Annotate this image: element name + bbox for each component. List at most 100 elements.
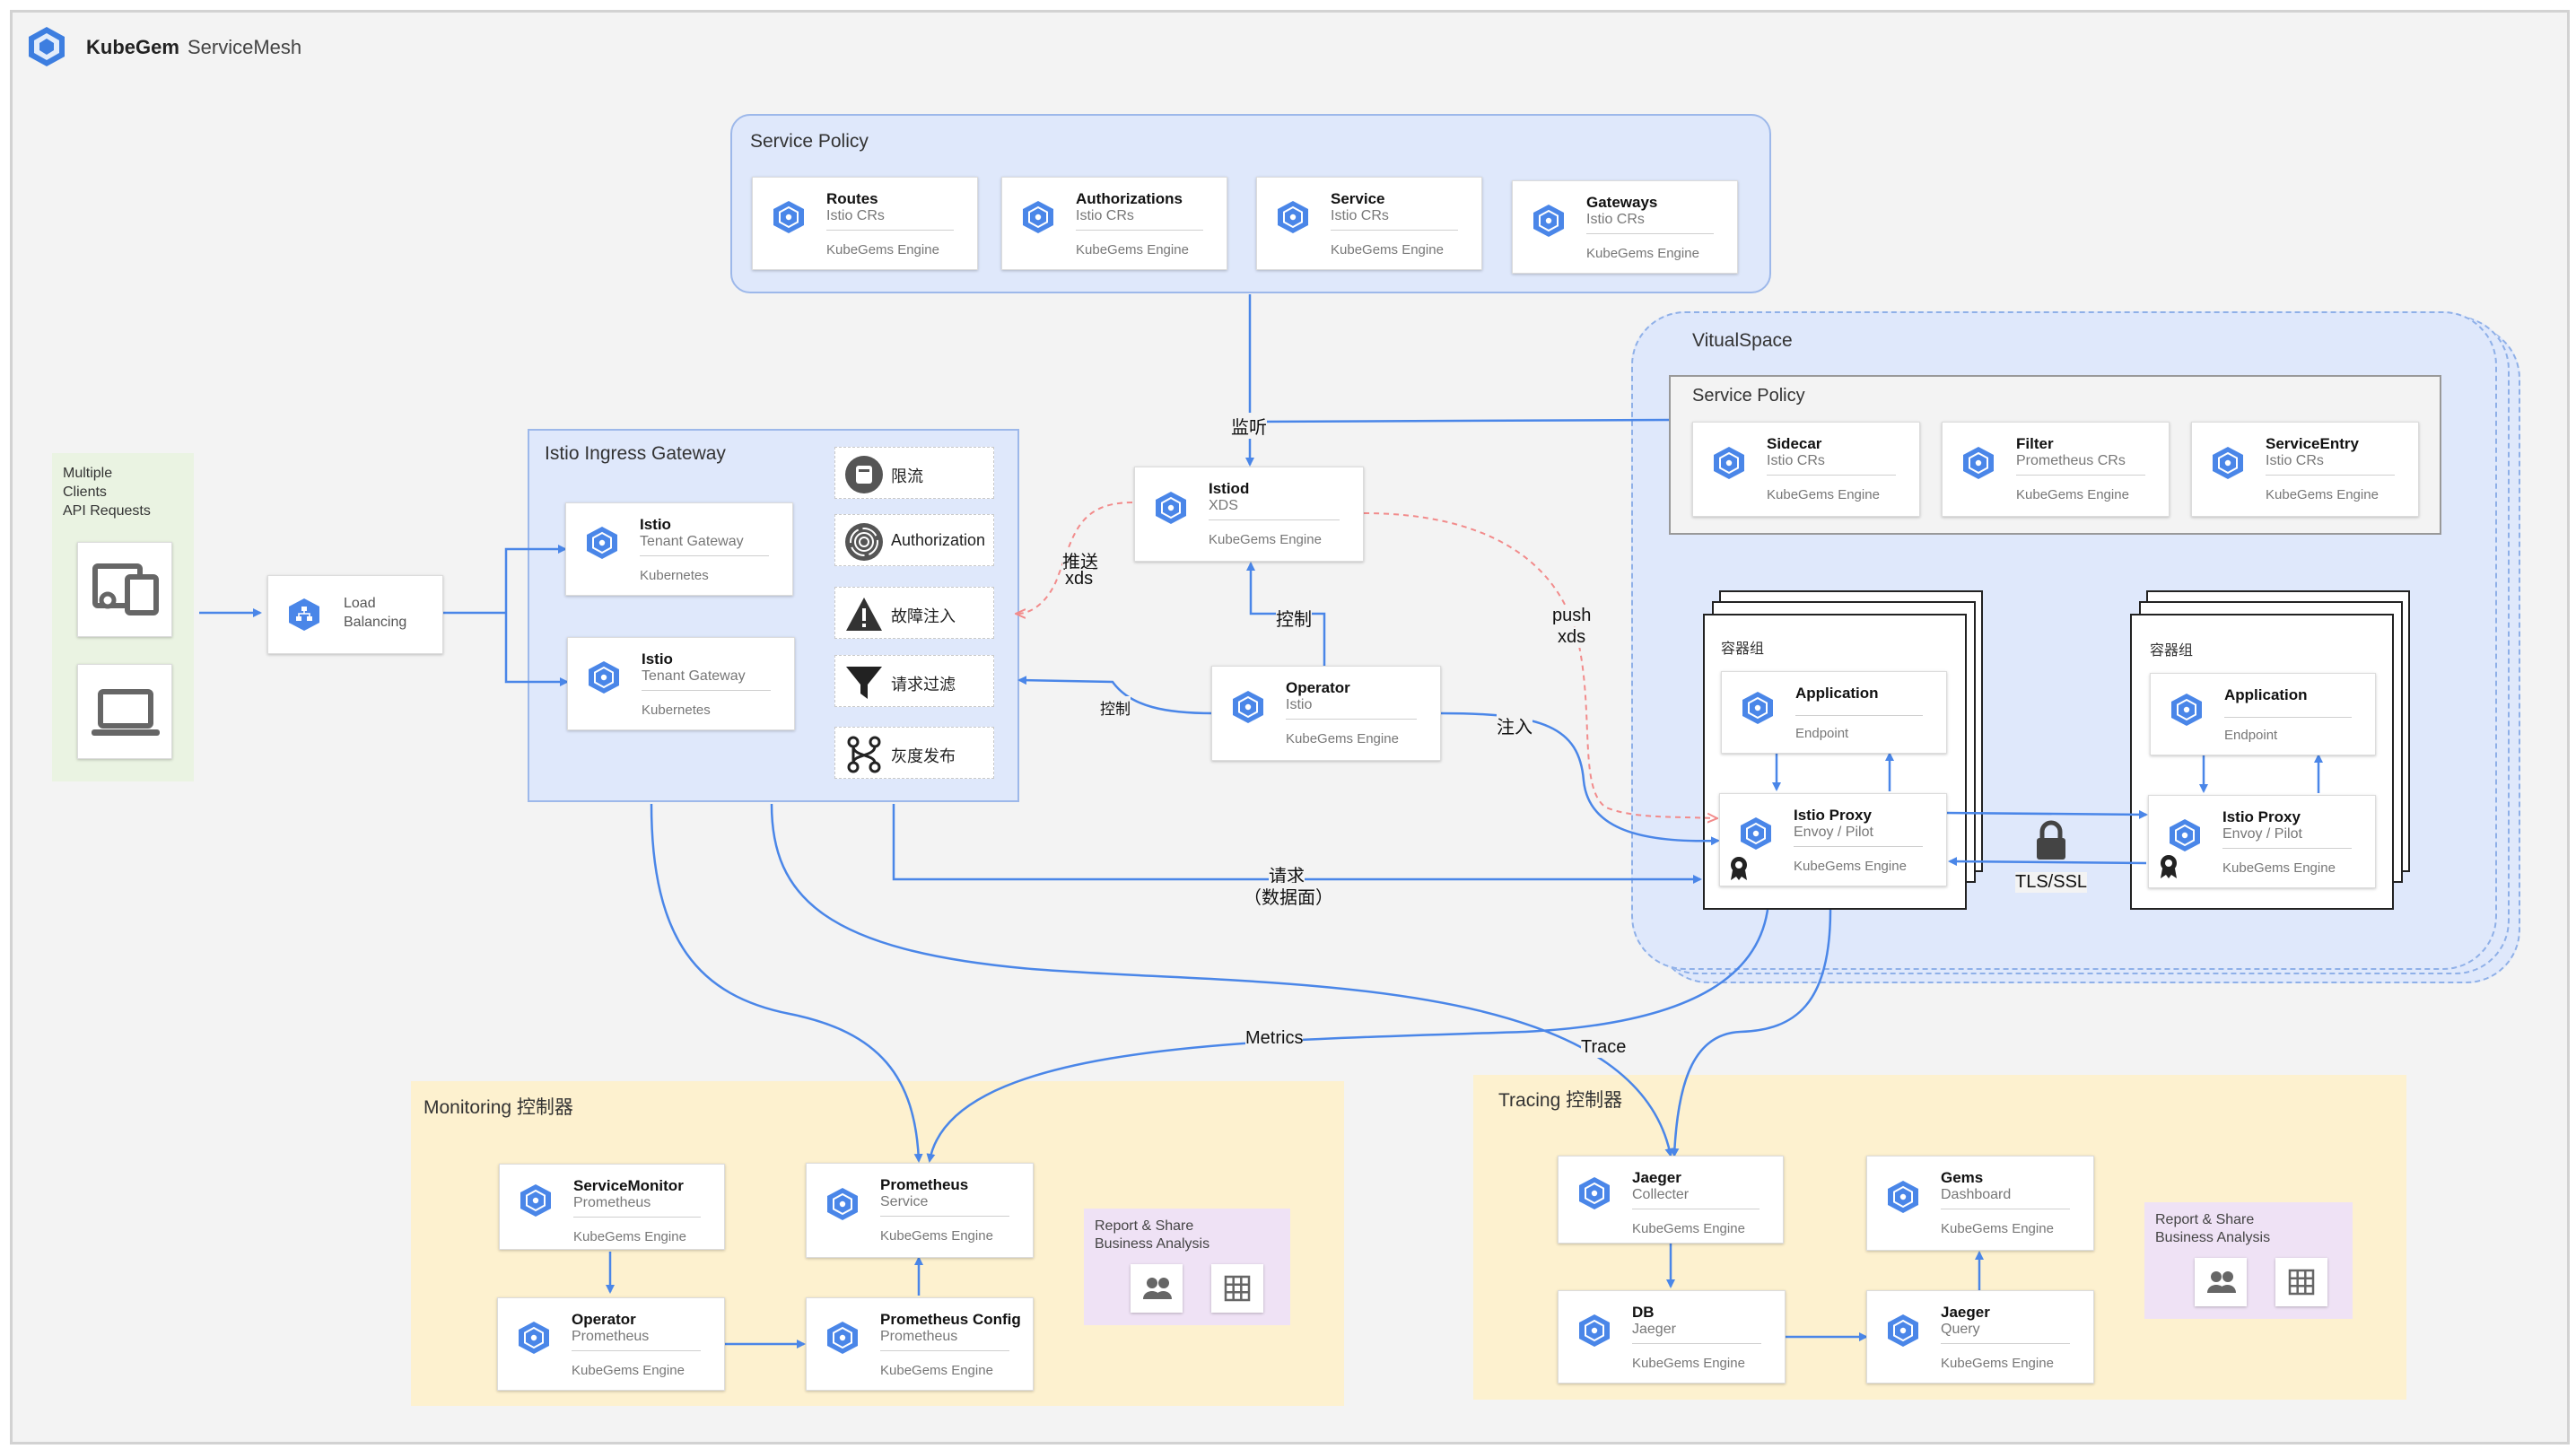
kubernetes-engine-icon [1233,691,1263,723]
load-balancing-card: Load Balancing [267,575,443,654]
card-footer: KubeGems Engine [2016,487,2129,502]
card-footer: Endpoint [2224,728,2278,743]
edge-gateway-trace [770,803,1674,1157]
card-subtitle: Istio CRs [1767,453,1825,468]
card-divider [1286,719,1417,720]
report-line: Report & Share [2155,1212,2255,1227]
pod-2-title: 容器组 [2150,643,2194,659]
card-divider [1632,1343,1761,1344]
card-subtitle: Prometheus [573,1195,651,1210]
card-subtitle: Prometheus [572,1329,650,1344]
multi-device-card [77,542,172,637]
lb-line1: Load [344,596,376,611]
kubernetes-engine-icon [587,527,617,559]
card-subtitle: Service [880,1194,929,1209]
card-subtitle: Collecter [1632,1187,1690,1202]
card-title: Istio Proxy [1794,807,1872,824]
edge-data-plane-request [892,804,1702,884]
card-divider [573,1217,701,1218]
card-title: Prometheus [880,1176,969,1193]
card-title: ServiceEntry [2266,435,2359,452]
card-footer: KubeGems Engine [1941,1356,2054,1371]
card-footer: KubeGems Engine [2266,487,2379,502]
card-subtitle: Dashboard [1941,1187,2012,1202]
users-button [1131,1264,1183,1313]
feature-rate-limit: 限流 [834,447,994,499]
card-title: Service [1331,190,1385,207]
kubernetes-engine-icon [1533,205,1564,237]
card-footer: KubeGems Engine [1632,1221,1745,1236]
card-footer: Kubernetes [642,703,711,718]
kubernetes-engine-icon [1278,201,1308,233]
report-text: Report & Share Business Analysis [1095,1218,1209,1253]
product-name: ServiceMesh [188,36,302,58]
card-footer: KubeGems Engine [573,1229,686,1244]
feature-label: Authorization [891,531,986,549]
card-subtitle: Istio CRs [1331,208,1389,223]
people-icon [1143,1278,1172,1299]
users-button [2195,1258,2247,1306]
edge-proxy-return [1948,857,2147,867]
kubernetes-engine-icon [1714,447,1744,479]
card-subtitle: Envoy / Pilot [1794,825,1873,840]
card-subtitle: Istio CRs [826,208,885,223]
edge-proxy-metrics [926,909,1769,1163]
card-title: Gems [1941,1169,1984,1186]
tracing-title: Tracing 控制器 [1498,1090,1623,1111]
card-subtitle: Istio CRs [1076,208,1134,223]
feature-label: 请求过滤 [891,676,956,694]
card-title: Prometheus Config [880,1311,1021,1328]
card-footer: KubeGems Engine [2222,860,2336,876]
grid-icon [1224,1275,1251,1302]
virtualspace-title: VitualSpace [1692,330,1793,351]
branch-icon [847,736,881,773]
card-divider [640,555,769,556]
card-divider [880,1350,1009,1351]
kubegem-logo-icon [29,27,65,66]
edge-proxy-trace [1670,909,1832,1157]
table-button [2275,1258,2327,1306]
report-line: Business Analysis [1095,1236,1210,1252]
certificate-icon [2161,855,2177,878]
laptop-icon [92,689,160,736]
kubernetes-engine-icon [1023,201,1053,233]
kubernetes-engine-icon [827,1188,858,1220]
card-title: Istiod [1209,480,1250,497]
service-policy-top-title: Service Policy [750,131,869,152]
card-divider [1794,846,1923,847]
filter-icon [846,667,882,699]
card-title: Authorizations [1076,190,1183,207]
card-footer: Kubernetes [640,568,709,583]
grid-icon [2288,1269,2315,1296]
report-line: Report & Share [1095,1218,1194,1234]
card-title: ServiceMonitor [573,1177,684,1194]
tracing-report-box: Report & Share Business Analysis [2144,1202,2353,1319]
card-divider [2224,717,2352,718]
card-footer: KubeGems Engine [1286,731,1399,746]
fingerprint-icon [845,523,883,561]
feature-fault-injection: 故障注入 [834,587,994,639]
edge-proxy-to-proxy [1944,809,2148,819]
card-title: Jaeger [1941,1304,1990,1321]
edge-to-gateway-2 [504,613,569,686]
edge-label-metrics: Metrics [1245,1028,1304,1049]
card-subtitle: Tenant Gateway [642,668,746,684]
card-subtitle: Istio CRs [2266,453,2324,468]
kubernetes-engine-icon [1963,447,1994,479]
card-footer: KubeGems Engine [1331,242,1444,258]
lb-line2: Balancing [344,615,407,630]
feature-label: 限流 [891,467,923,485]
monitoring-report-box: Report & Share Business Analysis [1084,1209,1290,1325]
card-divider [2222,848,2352,849]
card-title: Jaeger [1632,1169,1681,1186]
kubernetes-engine-icon [1579,1314,1610,1347]
card-subtitle: Prometheus CRs [2016,453,2126,468]
clients-label-line: API Requests [63,503,151,519]
